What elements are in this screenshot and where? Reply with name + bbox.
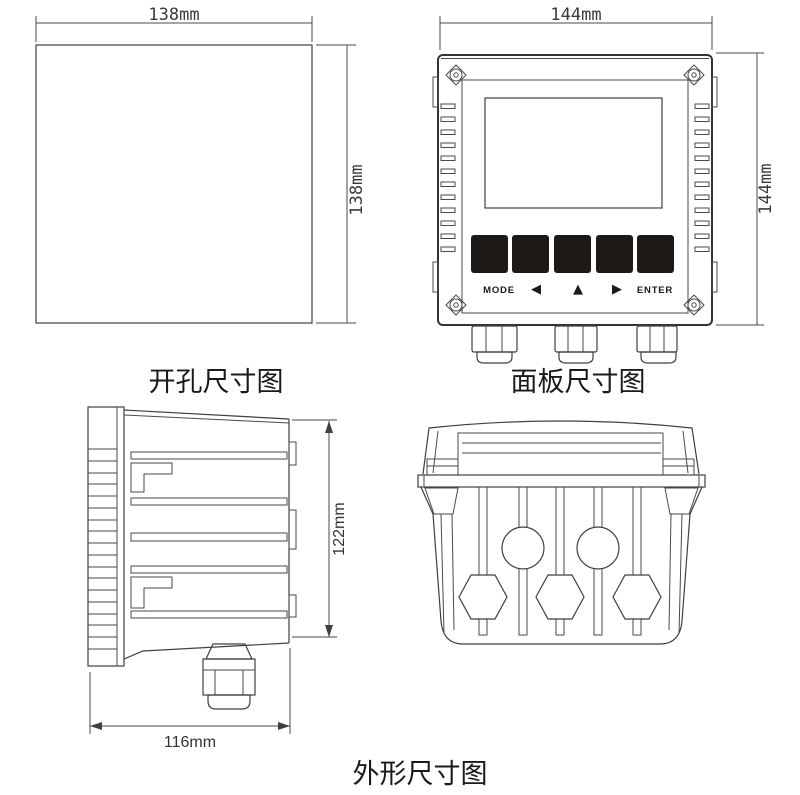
side-bezel (87, 406, 125, 667)
panel-height-label: 144mm (756, 163, 776, 214)
hex-nut-left (458, 574, 508, 620)
key-enter-label: ENTER (637, 285, 673, 296)
cutout-view-caption: 开孔尺寸图 (149, 367, 284, 397)
key-up-button (554, 235, 591, 273)
key-mode-button (471, 235, 508, 273)
side-height-dimension: 122mm (292, 419, 348, 638)
panel-height-dimension: 144mm (716, 52, 776, 326)
corner-rods (440, 513, 683, 635)
outline-view-caption: 外形尺寸图 (353, 759, 488, 789)
right-arrow-icon: ▶ (612, 282, 622, 297)
cutout-width-label: 138mm (148, 5, 199, 25)
right-vent-slots (694, 103, 710, 252)
side-cable-gland (202, 643, 256, 710)
cutout-width-dimension: 138mm (35, 5, 313, 42)
side-body (123, 409, 297, 660)
gland-hole-right (576, 526, 620, 570)
lcd-display (484, 97, 663, 209)
mounting-bracket-upper (130, 462, 173, 493)
bottom-view (417, 420, 706, 645)
panel-view: MODE ◀ ▲ ▶ ENTER 144mm (432, 5, 776, 397)
panel-face-plate (461, 79, 689, 314)
cutout-square (35, 44, 313, 324)
bezel-ribs (88, 448, 117, 650)
panel-side-tabs (432, 76, 718, 293)
cutout-height-label: 138mm (347, 164, 367, 215)
corner-screw-top-left (445, 64, 467, 86)
panel-width-label: 144mm (550, 5, 601, 25)
hex-nut-right (612, 574, 662, 620)
bottom-face-plate (457, 432, 664, 476)
panel-outer-frame (437, 54, 713, 326)
side-depth-label: 116mm (164, 734, 216, 751)
cable-gland-middle (554, 325, 598, 364)
side-view: 122mm 116mm (87, 406, 348, 751)
cutout-view: 138mm 138mm 开孔尺寸图 (35, 5, 367, 397)
left-vent-slots (440, 103, 456, 252)
bottom-bezel-dome (422, 420, 700, 475)
mounting-bracket-lower (130, 576, 173, 609)
keypad: MODE ◀ ▲ ▶ ENTER (471, 235, 674, 297)
corner-post-left (424, 487, 459, 515)
left-arrow-icon: ◀ (531, 282, 541, 297)
key-right-button (596, 235, 633, 273)
corner-screw-bottom-left (445, 294, 467, 316)
side-depth-dimension: 116mm (89, 648, 291, 751)
key-mode-label: MODE (483, 285, 515, 296)
gland-hole-left (501, 526, 545, 570)
key-left-button (512, 235, 549, 273)
key-enter-button (637, 235, 674, 273)
corner-screw-top-right (683, 64, 705, 86)
cable-gland-left (471, 325, 518, 364)
up-arrow-icon: ▲ (573, 282, 583, 297)
cable-gland-right (636, 325, 678, 364)
panel-width-dimension: 144mm (439, 5, 713, 50)
panel-view-caption: 面板尺寸图 (511, 367, 646, 397)
corner-screw-bottom-right (683, 294, 705, 316)
hex-nut-middle (535, 574, 585, 620)
corner-post-right (664, 487, 699, 515)
bottom-body-outline (420, 486, 703, 645)
mounting-flange (417, 474, 706, 488)
side-height-label: 122mm (331, 502, 348, 555)
cutout-height-dimension: 138mm (316, 44, 367, 324)
